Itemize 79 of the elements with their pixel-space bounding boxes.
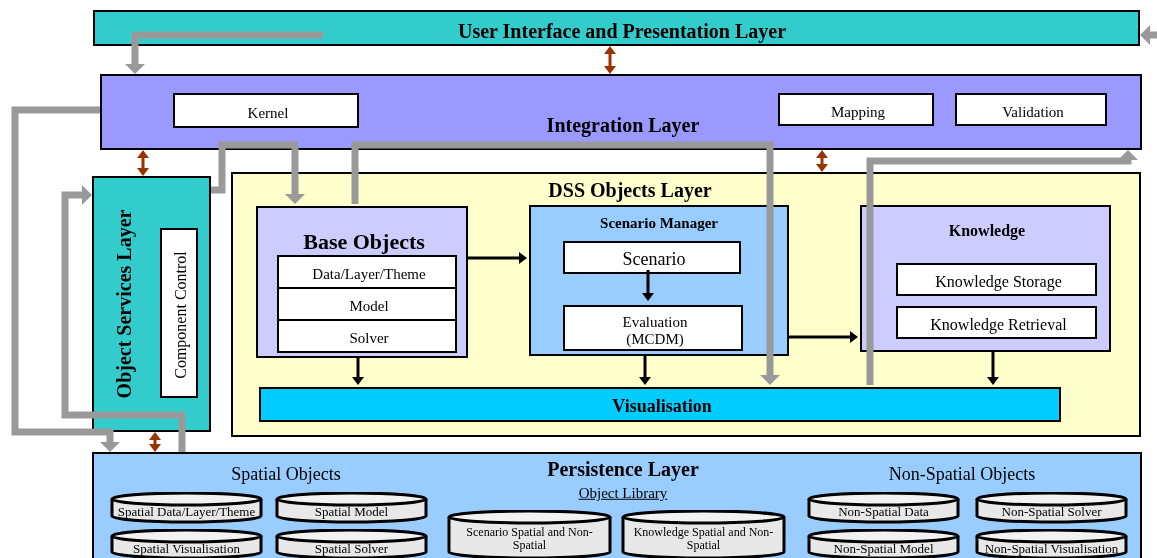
group-heading: Spatial Objects xyxy=(231,465,341,485)
flow-arrow xyxy=(211,141,305,204)
component-label: Scenario xyxy=(622,249,686,270)
component-box xyxy=(563,305,743,351)
layer-band xyxy=(93,10,1140,46)
component-label: Non-Spatial Data xyxy=(838,504,929,520)
database-cylinder xyxy=(807,492,960,524)
database-cylinder xyxy=(275,529,428,558)
component-box xyxy=(173,93,359,128)
module-box xyxy=(860,205,1111,352)
layer-title: DSS Objects Layer xyxy=(548,179,712,201)
component-label: Mapping xyxy=(830,103,886,120)
layer-title: Visualisation xyxy=(612,396,712,417)
component-label: Data/Layer/Theme xyxy=(312,265,426,283)
module-box xyxy=(256,206,468,358)
flow-arrow xyxy=(351,141,780,385)
layer-panel xyxy=(92,176,211,432)
component-box xyxy=(277,255,457,289)
database-cylinder xyxy=(621,510,786,558)
component-box xyxy=(778,93,934,126)
component-box xyxy=(955,93,1107,126)
layer-title: User Interface and Presentation Layer xyxy=(457,20,787,42)
component-box xyxy=(160,228,198,398)
flow-arrow xyxy=(125,31,323,74)
module-title: Scenario Manager xyxy=(600,214,718,232)
flow-arrow xyxy=(61,185,186,452)
database-cylinder xyxy=(110,529,263,558)
component-label: Non-Spatial Solver xyxy=(1001,504,1102,520)
arrow xyxy=(642,270,654,301)
layer-band xyxy=(259,387,1061,422)
double-arrow xyxy=(816,150,828,172)
arrow xyxy=(639,354,651,385)
arrow xyxy=(352,356,364,385)
component-label: Evaluation (MCDM) xyxy=(621,313,689,347)
component-label: Scenario Spatial and Non-Spatial xyxy=(465,525,594,553)
layer-title: Object Services Layer xyxy=(113,209,135,399)
component-label: Kernel xyxy=(247,104,289,121)
component-label: Spatial Model xyxy=(314,504,389,520)
double-arrow xyxy=(137,150,149,176)
layer-panel xyxy=(100,74,1142,150)
database-cylinder xyxy=(975,529,1128,558)
arrow xyxy=(466,252,527,264)
layer-title: Integration Layer xyxy=(546,114,700,136)
component-box xyxy=(563,241,741,274)
module-title: Knowledge xyxy=(948,222,1026,240)
database-cylinder xyxy=(275,492,428,524)
flow-arrow xyxy=(11,106,120,452)
component-label: Knowledge Storage xyxy=(935,272,1062,291)
component-box xyxy=(277,319,457,353)
component-label: Validation xyxy=(1002,103,1064,120)
database-cylinder xyxy=(807,529,960,558)
component-box xyxy=(896,263,1097,296)
module-title: Base Objects xyxy=(303,229,425,255)
group-heading: Non-Spatial Objects xyxy=(888,465,1036,485)
layer-panel xyxy=(92,452,1142,558)
component-label: Spatial Visualisation xyxy=(133,541,240,556)
database-cylinder xyxy=(975,492,1128,524)
layer-title: Persistence Layer xyxy=(547,458,699,480)
component-label: Knowledge Retrieval xyxy=(930,315,1067,334)
component-label: Non-Spatial Model xyxy=(833,541,934,556)
flow-arrow xyxy=(1140,25,1157,45)
component-label: Component Control xyxy=(172,251,190,379)
component-label: Solver xyxy=(349,329,389,347)
layer-panel xyxy=(231,172,1141,437)
double-arrow xyxy=(149,432,161,452)
component-box xyxy=(896,306,1097,339)
component-label: Knowledge Spatial and Non-Spatial xyxy=(632,525,775,553)
component-box xyxy=(277,287,457,321)
module-box xyxy=(529,205,789,356)
component-label: Spatial Solver xyxy=(314,541,389,556)
component-label: Spatial Data/Layer/Theme xyxy=(117,504,256,520)
component-label: Non-Spatial Visualisation xyxy=(984,541,1119,556)
database-cylinder xyxy=(447,510,612,558)
database-cylinder xyxy=(110,492,263,524)
subtitle: Object Library xyxy=(578,484,668,502)
arrow xyxy=(987,350,999,385)
double-arrow xyxy=(604,46,616,74)
component-label: Model xyxy=(349,297,389,315)
arrow xyxy=(787,331,858,343)
